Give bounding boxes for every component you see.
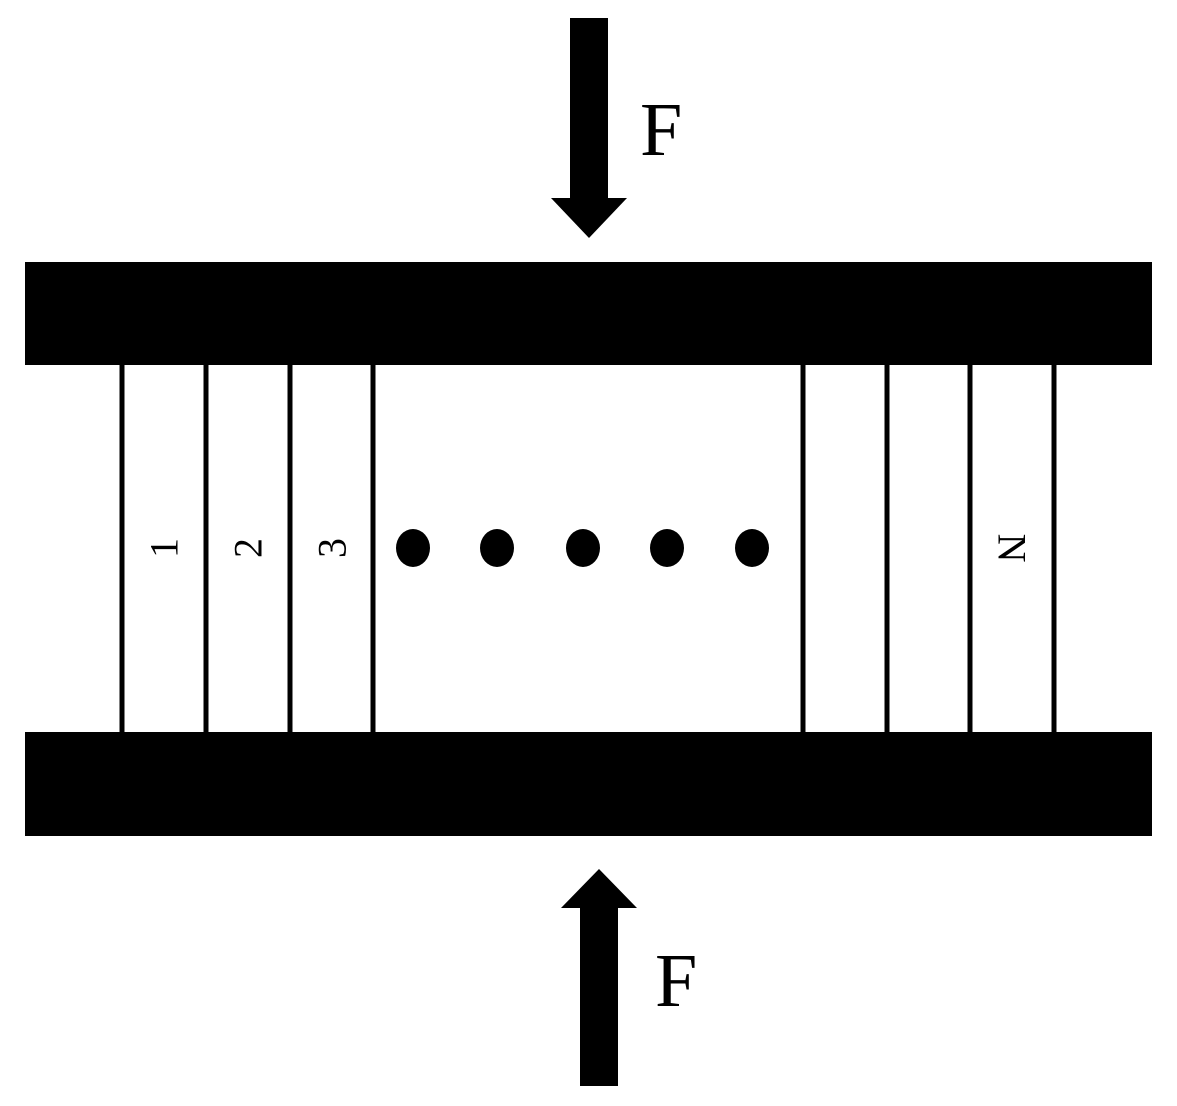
right-cell-group <box>800 365 1057 732</box>
bottom-force-label: F <box>655 939 697 1023</box>
bottom-arrow-shaft <box>580 906 618 1086</box>
top-arrow-head <box>551 198 627 238</box>
cell-label-2: 2 <box>226 538 271 558</box>
ellipsis-dots <box>396 529 769 567</box>
top-plate <box>25 262 1152 365</box>
ellipsis-dot <box>566 529 600 567</box>
bottom-arrow-head <box>561 869 637 908</box>
ellipsis-dot <box>735 529 769 567</box>
bottom-plate <box>25 732 1152 836</box>
bottom-force-arrow <box>561 869 637 1086</box>
ellipsis-dot <box>480 529 514 567</box>
top-arrow-shaft <box>570 18 608 200</box>
top-force-arrow <box>551 18 627 238</box>
cell-label-n: N <box>990 534 1035 563</box>
cell-label-3: 3 <box>310 538 355 558</box>
left-cell-group <box>119 365 376 732</box>
ellipsis-dot <box>396 529 430 567</box>
cell-label-1: 1 <box>142 538 187 558</box>
top-force-label: F <box>640 88 682 172</box>
ellipsis-dot <box>650 529 684 567</box>
